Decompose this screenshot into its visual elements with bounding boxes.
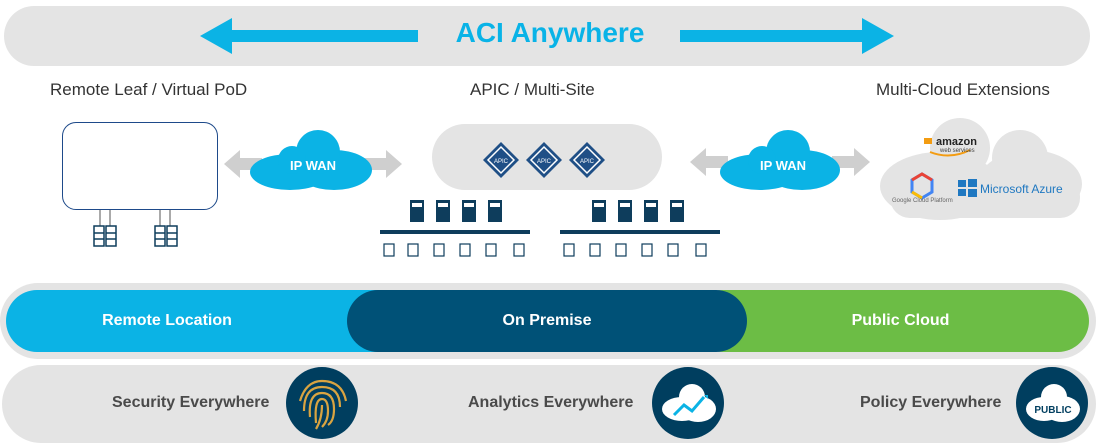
amazon-sub-label: web services xyxy=(940,148,975,154)
left-wan-label: IP WAN xyxy=(290,158,336,173)
public-cloud-label: Public Cloud xyxy=(851,312,950,329)
section-label-remote: Remote Leaf / Virtual PoD xyxy=(50,80,248,99)
public-cloud-segment: Public Cloud xyxy=(692,290,1089,352)
apic-node-3-icon xyxy=(569,142,605,178)
azure-label: Microsoft Azure xyxy=(980,182,1063,196)
policy-label: Policy Everywhere xyxy=(860,394,1002,411)
analytics-label: Analytics Everywhere xyxy=(468,394,634,411)
google-cloud-logo-icon xyxy=(910,172,934,200)
analytics-cloud-icon xyxy=(652,367,724,439)
apic-node-1-label: APIC xyxy=(494,159,509,165)
right-wan-label: IP WAN xyxy=(760,158,806,173)
public-badge-label: PUBLIC xyxy=(1034,405,1071,416)
right-arrow-icon xyxy=(680,18,894,54)
on-premise-segment: On Premise xyxy=(347,290,747,352)
left-arrow-icon xyxy=(200,18,418,54)
apic-node-2-label: APIC xyxy=(537,159,552,165)
google-cloud-label: Google Cloud Platform xyxy=(892,198,953,204)
section-label-apic: APIC / Multi-Site xyxy=(470,80,595,99)
right-ip-wan-cloud-icon xyxy=(720,130,840,190)
apic-node-1-icon xyxy=(483,142,519,178)
remote-servers-icon xyxy=(93,225,178,247)
fabric-site-1-icon xyxy=(380,200,530,257)
left-ip-wan-cloud-icon xyxy=(250,130,372,190)
windows-logo-icon xyxy=(958,179,977,197)
fingerprint-icon xyxy=(286,367,358,439)
section-label-multicloud: Multi-Cloud Extensions xyxy=(876,80,1050,99)
right-wan-double-arrow-icon xyxy=(690,148,870,176)
remote-leaf-box xyxy=(62,122,218,210)
amazon-logo-icon xyxy=(924,138,971,157)
remote-location-segment: Remote Location xyxy=(6,290,388,352)
security-label: Security Everywhere xyxy=(112,394,270,411)
remote-location-label: Remote Location xyxy=(102,312,232,329)
multi-cloud-backdrop xyxy=(880,118,1082,220)
amazon-label: amazon xyxy=(936,136,977,148)
fabric-site-2-icon xyxy=(560,200,720,257)
capabilities-band xyxy=(2,365,1096,443)
banner-title: ACI Anywhere xyxy=(455,17,645,48)
apic-controller-group: APIC APIC APIC xyxy=(483,142,605,178)
public-cloud-icon: PUBLIC xyxy=(1016,367,1088,439)
apic-node-3-label: APIC xyxy=(580,159,595,165)
top-banner xyxy=(4,6,1090,66)
apic-node-2-icon xyxy=(526,142,562,178)
left-wan-double-arrow-icon xyxy=(224,150,402,178)
on-premise-label: On Premise xyxy=(502,312,592,329)
